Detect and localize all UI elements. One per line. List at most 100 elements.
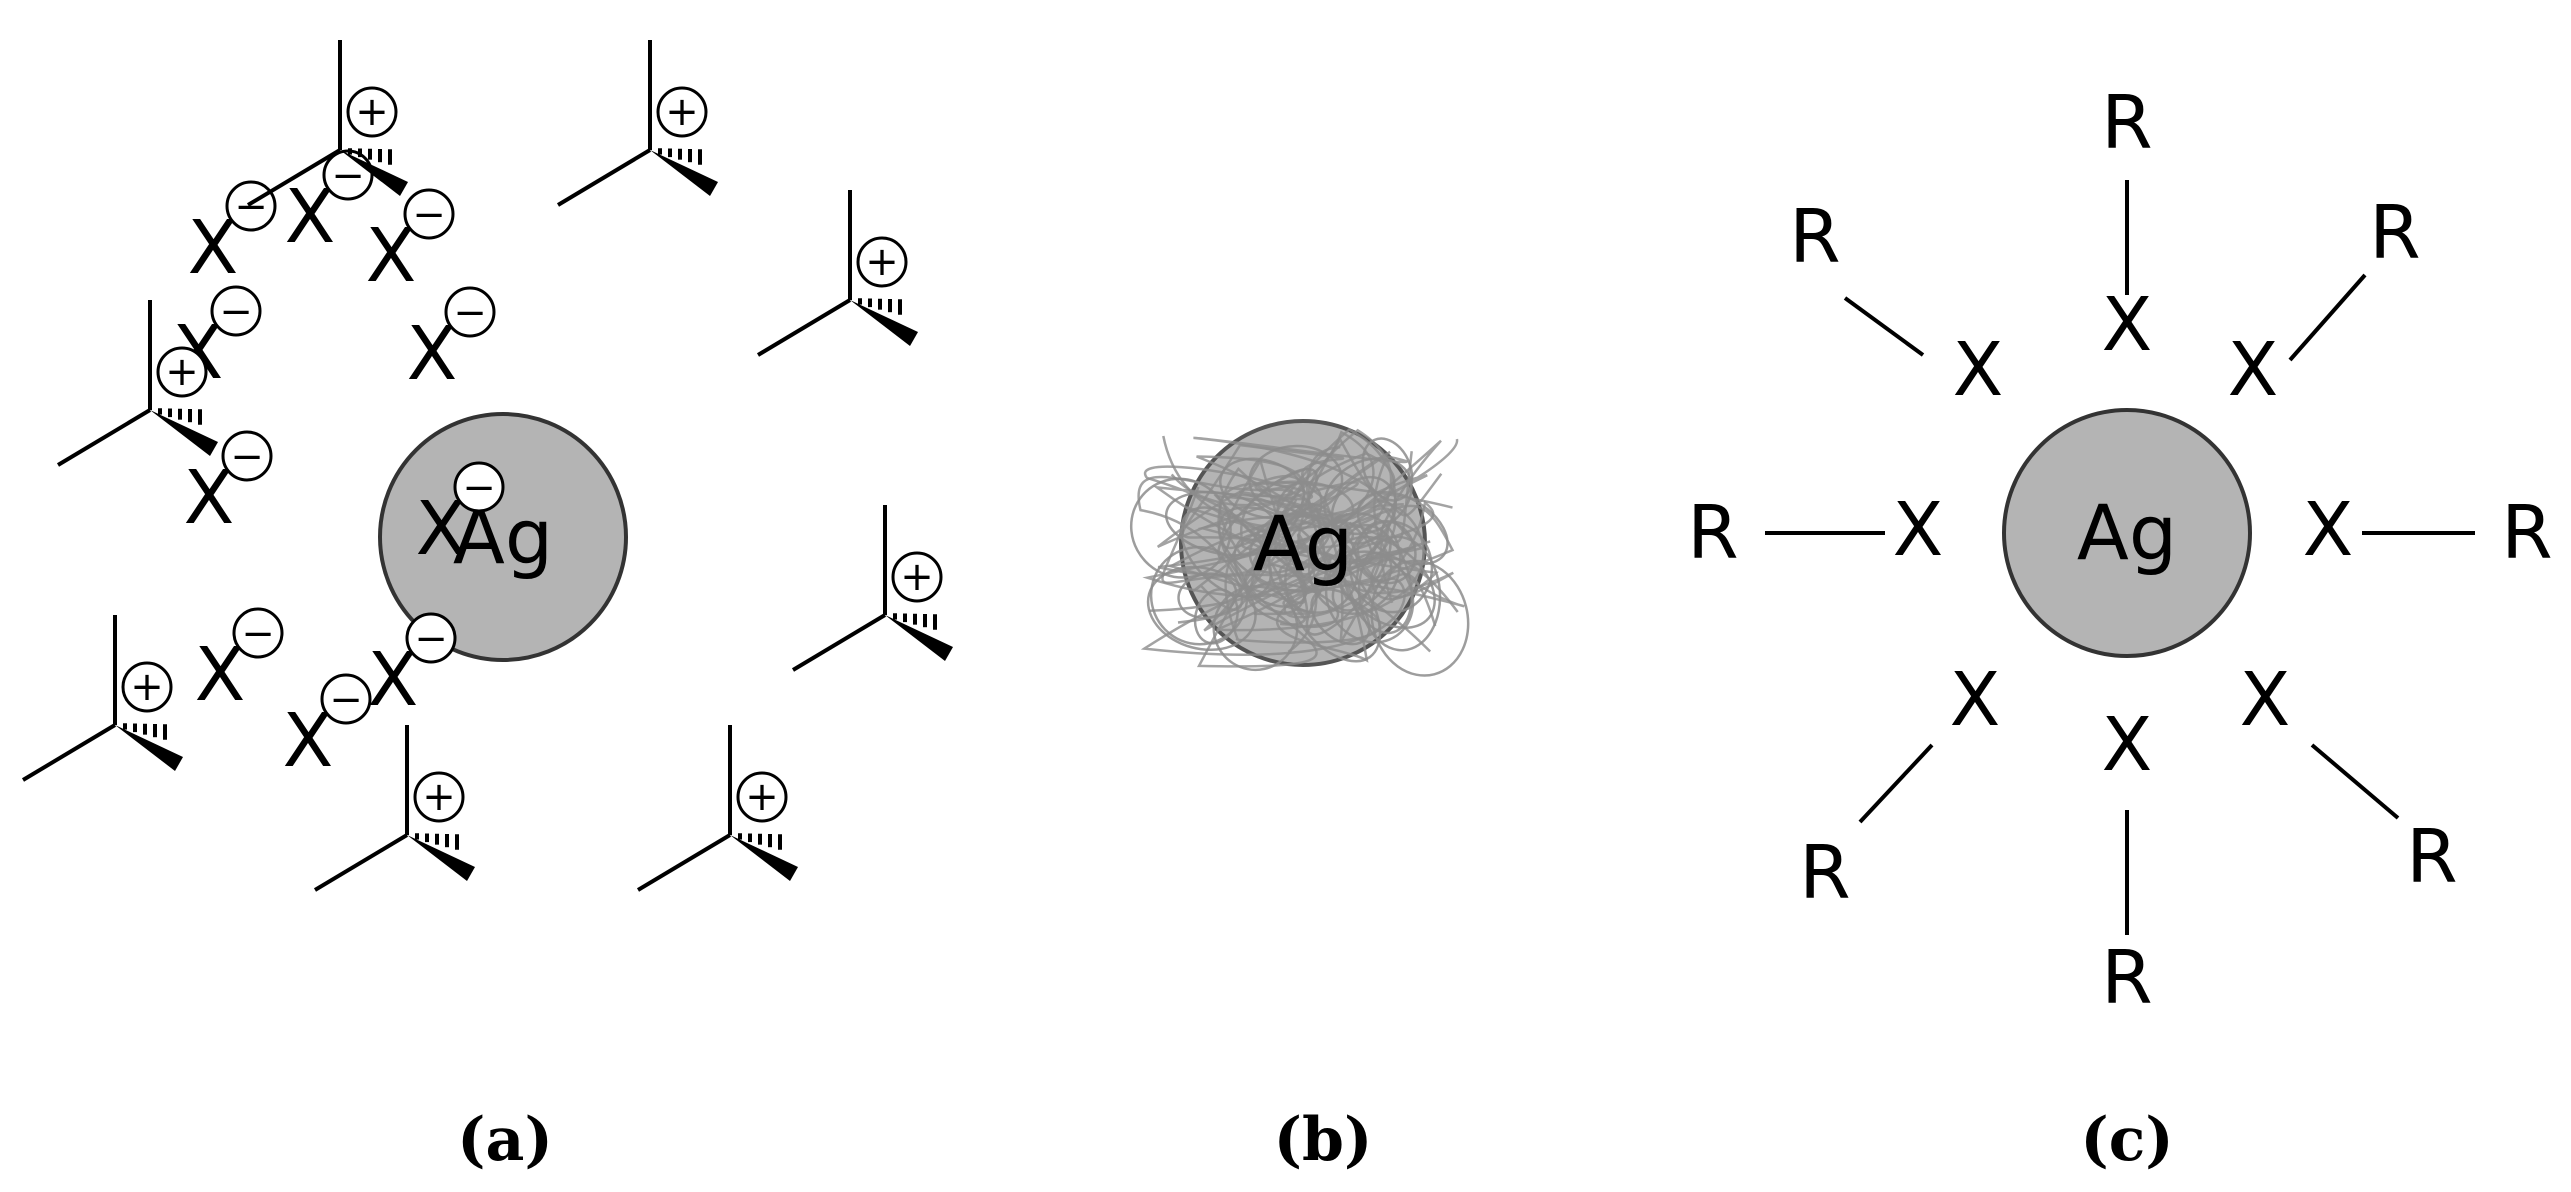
- polymer-loop: [1129, 477, 1232, 579]
- ligand-anchor-symbol: X: [1953, 327, 2004, 413]
- positive-charge-circle: [736, 771, 788, 823]
- negative-charge-sign: −: [453, 290, 487, 336]
- cation-bond-left: [56, 408, 152, 467]
- polymer-loop: [1361, 437, 1414, 502]
- cation: +: [756, 190, 918, 357]
- positive-charge-circle: [413, 771, 465, 823]
- anion: X−: [283, 673, 372, 784]
- anion: X−: [407, 286, 496, 397]
- positive-charge-sign: +: [130, 664, 164, 710]
- ligand: XR: [2101, 702, 2152, 1021]
- cation: +: [246, 40, 408, 207]
- negative-charge-circle: [221, 430, 273, 482]
- positive-charge-circle: [656, 86, 708, 138]
- ligand-r-group: R: [2406, 814, 2457, 900]
- positive-charge-sign: +: [865, 239, 899, 285]
- ligand-bond: [1858, 743, 1934, 824]
- positive-charge-circle: [856, 236, 908, 288]
- polymer-loop: [1149, 545, 1249, 646]
- cation: +: [556, 40, 718, 207]
- anion: X−: [188, 180, 277, 291]
- ligand-anchor-symbol: X: [2303, 487, 2354, 573]
- positive-charge-sign: +: [665, 89, 699, 135]
- negative-charge-circle: [444, 286, 496, 338]
- cation-wedge-bond: [150, 410, 218, 456]
- anion: X−: [366, 188, 455, 299]
- ligand: XR: [2101, 80, 2152, 368]
- panel-a: Ag X−X−X−X−X−X−X−X−X−X− ++++++++: [21, 40, 953, 892]
- silver-core-a: [378, 412, 628, 662]
- positive-charge-circle: [346, 86, 398, 138]
- negative-charge-circle: [210, 285, 262, 337]
- cation: +: [21, 615, 183, 782]
- cation-wedge-bond: [340, 150, 408, 196]
- cation-wedge-bond: [885, 615, 953, 661]
- positive-charge-sign: +: [422, 774, 456, 820]
- silver-core-label-c: Ag: [2077, 488, 2177, 577]
- positive-charge-sign: +: [900, 554, 934, 600]
- ligand-r-group: R: [1789, 194, 1840, 280]
- positive-charge-circle: [156, 346, 208, 398]
- negative-charge-sign: −: [230, 434, 264, 480]
- panel-label-a: (a): [457, 1105, 553, 1175]
- cation-wedge-bond: [730, 835, 798, 881]
- anion-layer: X−X−X−X−X−X−X−X−X−X−: [173, 149, 505, 784]
- cation-bond-left: [636, 833, 732, 892]
- positive-charge-sign: +: [355, 89, 389, 135]
- cation: +: [791, 505, 953, 672]
- polymer-strand: [1142, 427, 1415, 624]
- silver-core-c: [2002, 408, 2252, 658]
- negative-charge-circle: [232, 607, 284, 659]
- cation-bond-left: [791, 613, 887, 672]
- cation-bond-left: [556, 148, 652, 207]
- ligand: XR: [2240, 657, 2458, 900]
- ligand-bond: [1843, 296, 1925, 357]
- negative-charge-circle: [453, 461, 505, 513]
- positive-charge-circle: [891, 551, 943, 603]
- ligand-r-group: R: [2101, 80, 2152, 166]
- polymer-coil: [1129, 427, 1470, 677]
- cation-bond-left: [313, 833, 409, 892]
- panel-label-b: (b): [1274, 1105, 1373, 1175]
- polymer-strand: [1216, 488, 1425, 643]
- anion: X−: [184, 430, 273, 541]
- ligand-anchor-symbol: X: [1893, 487, 1944, 573]
- anion: X−: [416, 461, 505, 572]
- cation-wedge-bond: [850, 300, 918, 346]
- cation: +: [636, 725, 798, 892]
- ligand: XR: [1799, 657, 2000, 916]
- cation-bond-left: [756, 298, 852, 357]
- anion: X−: [368, 612, 457, 723]
- ligand-r-group: R: [1799, 830, 1850, 916]
- cation-wedge-bond: [407, 835, 475, 881]
- negative-charge-sign: −: [414, 616, 448, 662]
- ligand-anchor-symbol: X: [2240, 657, 2291, 743]
- cation-bond-left: [21, 723, 117, 782]
- negative-charge-sign: −: [219, 289, 253, 335]
- cation: +: [56, 300, 218, 467]
- ligand-r-group: R: [1687, 490, 1738, 576]
- ligand-anchor-symbol: X: [2102, 702, 2153, 788]
- anion: X−: [173, 285, 262, 396]
- positive-charge-circle: [121, 661, 173, 713]
- ligand: XR: [1789, 194, 2003, 413]
- cation-layer: + + + + + + + +: [21, 40, 953, 892]
- ligand-bond: [2310, 743, 2400, 820]
- negative-charge-sign: −: [241, 611, 275, 657]
- ligand-r-group: R: [2501, 490, 2552, 576]
- negative-charge-sign: −: [234, 184, 268, 230]
- negative-charge-sign: −: [462, 465, 496, 511]
- ligand-r-group: R: [2101, 935, 2152, 1021]
- anion: X−: [195, 607, 284, 718]
- silver-core-label-b: Ag: [1253, 499, 1353, 588]
- polymer-strand: [1170, 455, 1454, 663]
- ligand: XR: [1687, 487, 1943, 576]
- ligand-anchor-symbol: X: [2228, 327, 2279, 413]
- ligand-bond: [2288, 273, 2367, 362]
- negative-charge-sign: −: [412, 192, 446, 238]
- cation-bond-left: [246, 148, 342, 207]
